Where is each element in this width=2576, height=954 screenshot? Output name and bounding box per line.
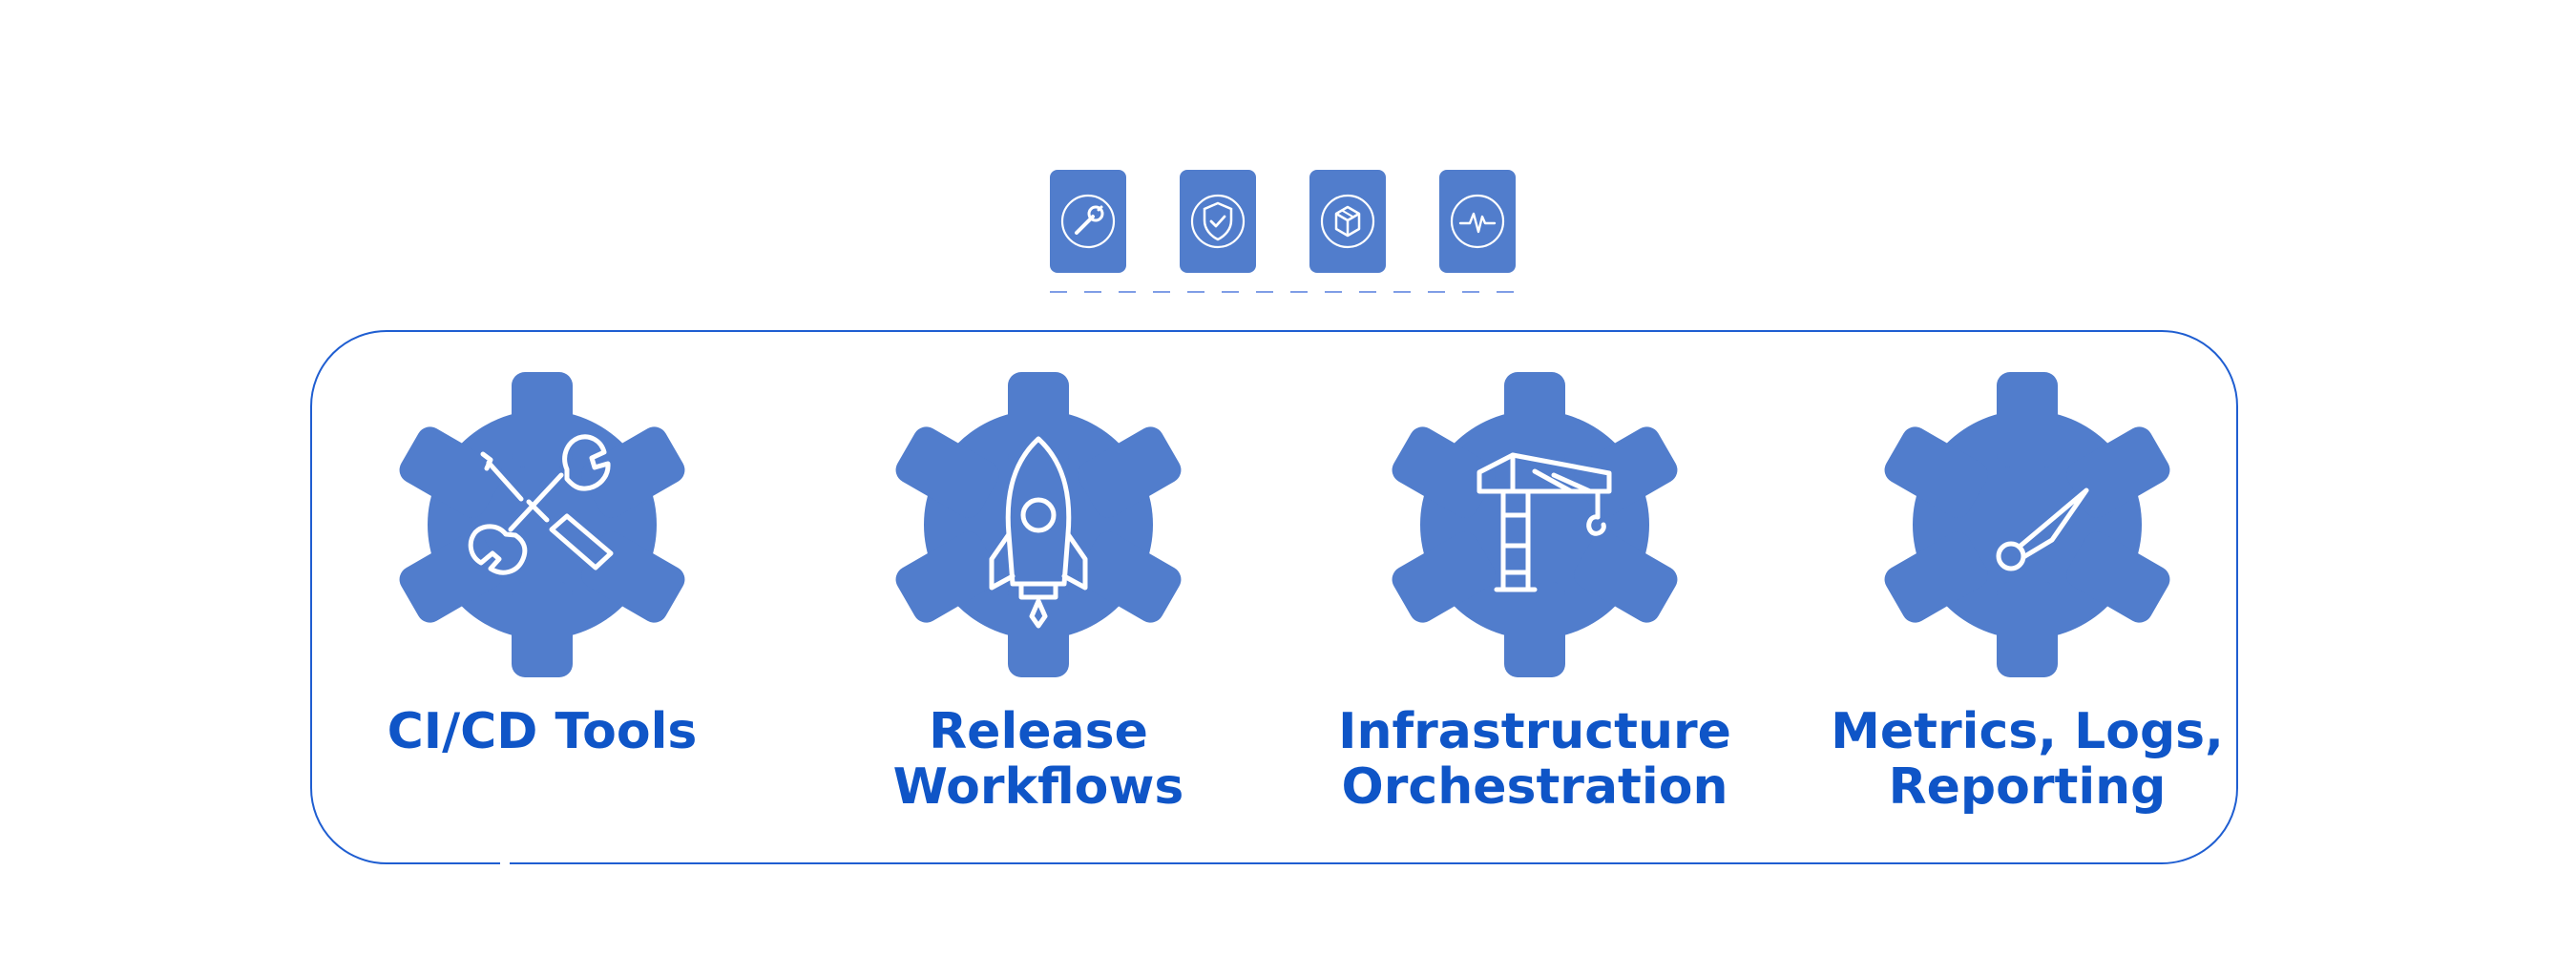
capability-metrics-logs-reporting: Metrics, Logs, Reporting <box>1827 372 2228 830</box>
wrench-circle-icon <box>1050 170 1126 273</box>
crane-icon <box>1476 452 1612 592</box>
capability-ci-cd-tools: CI/CD Tools <box>342 372 743 830</box>
dashed-connector <box>1050 291 1516 293</box>
gear-icon <box>399 372 685 677</box>
capability-label: Release Workflows <box>892 703 1184 816</box>
gear-icon <box>1392 372 1678 677</box>
top-icon-strip <box>1050 170 1516 296</box>
wrench-screwdriver-icon <box>468 434 614 575</box>
capability-release-workflows: Release Workflows <box>838 372 1239 830</box>
gear-icon <box>895 372 1182 677</box>
panel-border-gap <box>500 861 510 870</box>
gear-icon <box>1884 372 2170 677</box>
shield-check-icon <box>1180 170 1256 273</box>
capability-label: CI/CD Tools <box>387 703 698 760</box>
capability-label: Infrastructure Orchestration <box>1338 703 1731 816</box>
gauge-needle-icon <box>1996 487 2089 571</box>
package-box-icon <box>1309 170 1386 273</box>
pulse-icon <box>1439 170 1516 273</box>
capability-label: Metrics, Logs, Reporting <box>1831 703 2224 816</box>
rocket-icon <box>989 436 1088 629</box>
capability-infrastructure-orchestration: Infrastructure Orchestration <box>1334 372 1735 830</box>
